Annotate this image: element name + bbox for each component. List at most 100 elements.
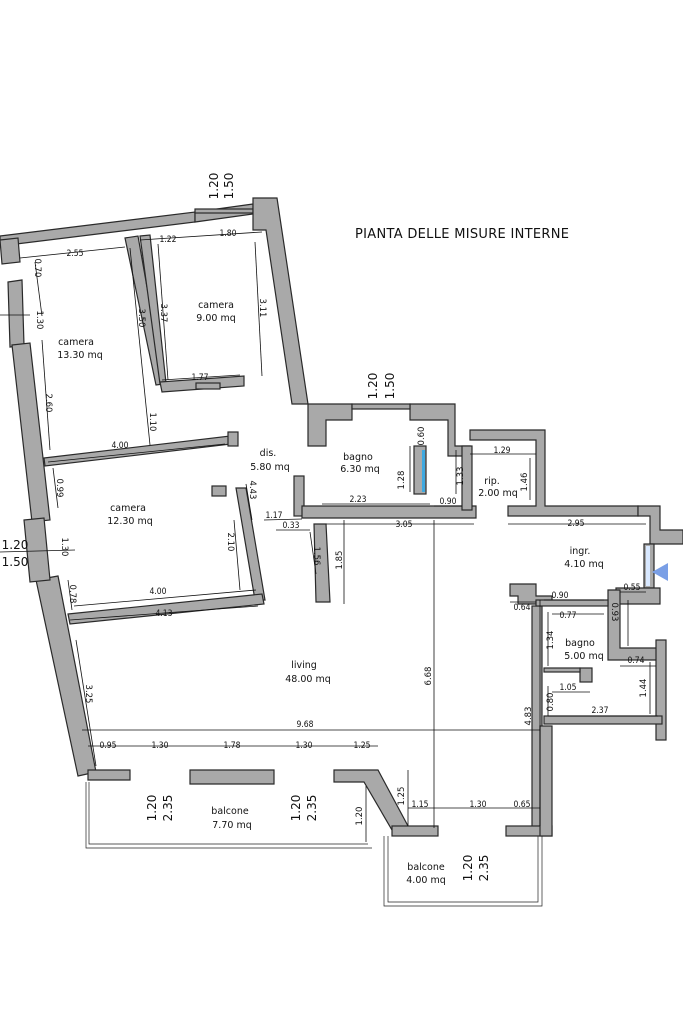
opening-5-width: 1.20 bbox=[289, 795, 303, 822]
room-name-bagno-b: bagno bbox=[565, 638, 595, 649]
dim-label: 0.65 bbox=[513, 800, 530, 810]
entry-arrow-icon bbox=[652, 563, 668, 581]
dim-label: 1.30 bbox=[34, 311, 44, 330]
dim-label: 1.33 bbox=[456, 467, 466, 486]
opening-3-width: 1.20 bbox=[2, 538, 29, 552]
opening-labels: 1.20 1.50 1.20 1.50 1.20 1.50 1.20 2.35 … bbox=[2, 173, 491, 882]
room-name-camera-b: camera bbox=[58, 337, 94, 348]
dim-label: 1.15 bbox=[411, 800, 428, 810]
dim-label: 0.55 bbox=[623, 583, 640, 593]
dimension-labels: 2.55 0.70 1.30 1.22 1.80 3.37 3.11 3.50 … bbox=[32, 229, 649, 825]
dim-label: 0.90 bbox=[439, 497, 456, 507]
room-area-living: 48.00 mq bbox=[285, 674, 331, 685]
room-name-dis: dis. bbox=[260, 448, 277, 459]
dimension-lines bbox=[0, 231, 658, 842]
room-name-camera-a: camera bbox=[198, 300, 234, 311]
dim-label: 0.33 bbox=[282, 521, 299, 531]
dim-label: 0.99 bbox=[54, 479, 64, 498]
dim-label: 4.13 bbox=[155, 609, 172, 619]
room-name-rip: rip. bbox=[484, 476, 500, 487]
dim-label: 2.95 bbox=[567, 519, 584, 529]
dim-label: 6.68 bbox=[424, 667, 434, 686]
dim-label: 1.25 bbox=[397, 787, 407, 806]
dim-label: 1.30 bbox=[469, 800, 486, 810]
dim-label: 3.25 bbox=[83, 685, 93, 704]
dim-label: 2.60 bbox=[43, 394, 53, 413]
balcony-outlines bbox=[85, 782, 543, 907]
dim-label: 1.28 bbox=[397, 471, 407, 490]
dim-label: 1.25 bbox=[353, 741, 370, 751]
room-area-camera-a: 9.00 mq bbox=[196, 313, 235, 324]
dim-label: 3.37 bbox=[158, 304, 168, 323]
room-name-bagno-a: bagno bbox=[343, 452, 373, 463]
dim-label: 1.10 bbox=[147, 413, 157, 432]
dim-label: 1.17 bbox=[265, 511, 282, 521]
room-area-bagno-b: 5.00 mq bbox=[564, 651, 603, 662]
dim-label: 1.44 bbox=[639, 679, 649, 698]
dim-label: 1.78 bbox=[223, 741, 240, 751]
dim-label: 0.74 bbox=[627, 656, 644, 666]
dim-label: 2.23 bbox=[349, 495, 366, 505]
dim-label: 2.10 bbox=[225, 533, 235, 552]
room-name-balcone-b: balcone bbox=[407, 862, 445, 873]
dim-label: 4.00 bbox=[149, 587, 166, 597]
dim-label: 0.77 bbox=[559, 611, 576, 621]
dim-label: 1.77 bbox=[191, 373, 208, 383]
dim-label: 1.05 bbox=[559, 683, 576, 693]
dim-label: 0.93 bbox=[609, 603, 619, 622]
opening-6-width: 1.20 bbox=[461, 855, 475, 882]
dim-label: 1.20 bbox=[355, 807, 365, 826]
dim-label: 9.68 bbox=[296, 720, 313, 730]
room-labels: camera 9.00 mq camera 13.30 mq camera 12… bbox=[57, 300, 603, 886]
room-area-rip: 2.00 mq bbox=[478, 488, 517, 499]
room-area-balcone-a: 7.70 mq bbox=[212, 820, 251, 831]
opening-1-height: 1.50 bbox=[222, 173, 236, 200]
dim-label: 0.64 bbox=[513, 603, 530, 613]
dim-label: 1.30 bbox=[59, 538, 69, 557]
dim-label: 1.30 bbox=[151, 741, 168, 751]
room-name-living: living bbox=[291, 660, 317, 671]
dim-label: 0.90 bbox=[551, 591, 568, 601]
dim-label: 1.46 bbox=[520, 473, 530, 492]
dim-label: 0.60 bbox=[417, 427, 427, 446]
dim-label: 1.56 bbox=[311, 547, 321, 566]
walls bbox=[0, 197, 683, 837]
dim-label: 3.50 bbox=[136, 309, 146, 328]
room-area-camera-c: 12.30 mq bbox=[107, 516, 153, 527]
dim-label: 1.29 bbox=[493, 446, 510, 456]
dim-label: 2.55 bbox=[66, 249, 83, 259]
dim-label: 2.37 bbox=[591, 706, 608, 716]
room-area-bagno-a: 6.30 mq bbox=[340, 464, 379, 475]
dim-label: 0.70 bbox=[32, 259, 42, 278]
dim-label: 1.30 bbox=[295, 741, 312, 751]
dim-label: 3.05 bbox=[395, 520, 412, 530]
dim-label: 0.80 bbox=[546, 693, 556, 712]
opening-4-height: 2.35 bbox=[161, 795, 175, 822]
opening-4-width: 1.20 bbox=[145, 795, 159, 822]
opening-5-height: 2.35 bbox=[305, 795, 319, 822]
opening-3-height: 1.50 bbox=[2, 555, 29, 569]
room-area-balcone-b: 4.00 mq bbox=[406, 875, 445, 886]
dim-label: 0.78 bbox=[67, 585, 77, 604]
room-name-balcone-a: balcone bbox=[211, 806, 249, 817]
dim-label: 3.11 bbox=[257, 299, 267, 318]
room-name-ingr: ingr. bbox=[570, 546, 591, 557]
dim-label: 1.80 bbox=[219, 229, 236, 239]
dim-label: 1.22 bbox=[159, 235, 176, 245]
room-name-camera-c: camera bbox=[110, 503, 146, 514]
dim-label: 1.85 bbox=[335, 551, 345, 570]
opening-6-height: 2.35 bbox=[477, 855, 491, 882]
page-title: PIANTA DELLE MISURE INTERNE bbox=[355, 227, 569, 242]
dim-label: 4.83 bbox=[524, 707, 534, 726]
dim-label: 4.00 bbox=[111, 441, 128, 451]
room-area-camera-b: 13.30 mq bbox=[57, 350, 103, 361]
opening-2-height: 1.50 bbox=[383, 373, 397, 400]
opening-1-width: 1.20 bbox=[207, 173, 221, 200]
room-area-dis: 5.80 mq bbox=[250, 462, 289, 473]
dim-label: 1.34 bbox=[546, 631, 556, 650]
opening-2-width: 1.20 bbox=[366, 373, 380, 400]
dim-label: 4.43 bbox=[247, 481, 257, 500]
room-area-ingr: 4.10 mq bbox=[564, 559, 603, 570]
dim-label: 0.95 bbox=[99, 741, 116, 751]
